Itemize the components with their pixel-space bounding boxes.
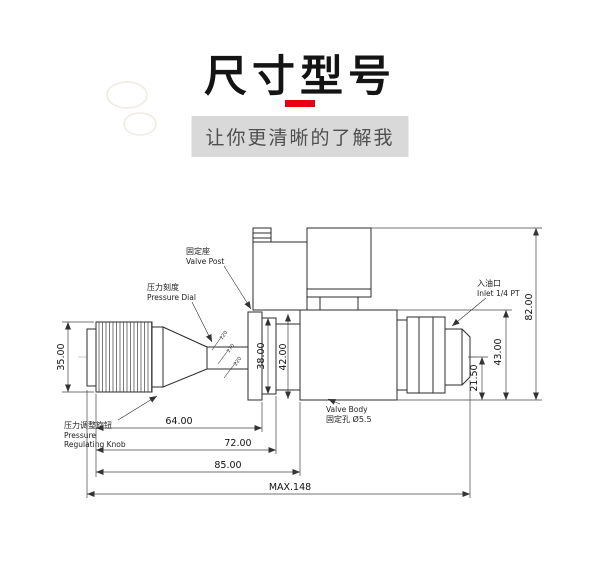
valve-outline <box>78 227 478 401</box>
valve-body-block <box>299 309 398 401</box>
inlet-label-cn: 入油口 <box>477 278 501 288</box>
mount-hole-label-cn: 固定孔 Ø5.5 <box>326 414 372 424</box>
valve-post-label-cn: 固定座 <box>186 246 210 256</box>
dial-tick-line <box>223 361 237 379</box>
part-labels: 压力刻度 Pressure Dial 固定座 Valve Post 入油口 In… <box>64 246 520 449</box>
hex-nut <box>406 316 446 394</box>
valve-post-label-en: Valve Post <box>186 257 224 266</box>
dimensions: 35.00 38.00 42.00 82.00 43.00 21.50 <box>56 227 542 498</box>
dim-text-72: 72.00 <box>224 438 251 449</box>
subtitle-banner: 让你更清晰的了解我 <box>191 116 409 157</box>
dial-tick-line <box>217 348 230 365</box>
dial-tick-label: 170 <box>226 343 236 354</box>
inlet-label-en: Inlet 1/4 PT <box>477 289 520 298</box>
connector-housing <box>252 241 308 311</box>
dim-text-82: 82.00 <box>524 293 535 320</box>
accent-bar <box>285 100 315 107</box>
knob-flange <box>151 326 164 388</box>
knob-label-cn: 压力调整旋钮 <box>64 420 112 430</box>
inlet-leader <box>451 297 487 327</box>
junction-box <box>306 227 372 298</box>
dial-tick-line <box>211 335 223 351</box>
pressure-dial-label-cn: 压力刻度 <box>147 282 179 292</box>
junction-box-neck <box>319 296 359 311</box>
inlet-tip <box>444 328 471 386</box>
dial-tick-label: 220 <box>233 356 243 367</box>
pressure-dial-leader <box>191 301 213 343</box>
pressure-dial-label-en: Pressure Dial <box>147 293 196 302</box>
dim-text-85: 85.00 <box>214 460 241 471</box>
dim-text-38: 38.00 <box>256 342 267 369</box>
dim-text-42: 42.00 <box>278 343 289 370</box>
watermark-artifact <box>106 81 157 136</box>
knurled-knob <box>95 321 153 393</box>
watermark-blob <box>106 81 148 109</box>
knob-label-en1: Pressure <box>64 431 96 440</box>
watermark-blob <box>123 112 157 136</box>
dim-text-64: 64.00 <box>165 416 192 427</box>
knob-label-en2: Regulating Knob <box>64 440 126 449</box>
connector-stack <box>252 227 272 243</box>
dial-scale-ticks: 120 170 220 <box>211 330 243 379</box>
knob-end-cap <box>86 328 97 387</box>
dim-text-35: 35.00 <box>56 343 67 370</box>
outlet-collar <box>396 319 408 391</box>
valve-body-label-en: Valve Body <box>326 405 368 414</box>
valve-body-leader <box>327 398 341 405</box>
knob-leader <box>117 395 158 421</box>
dim-text-21: 21.50 <box>469 364 480 391</box>
dim-text-max: MAX.148 <box>269 482 311 493</box>
dim-text-43: 43.00 <box>493 338 504 365</box>
page-title: 尺寸型号 <box>204 52 396 102</box>
cone-section <box>162 326 208 388</box>
valve-post-leader <box>223 265 252 310</box>
dial-tick-label: 120 <box>219 330 229 341</box>
